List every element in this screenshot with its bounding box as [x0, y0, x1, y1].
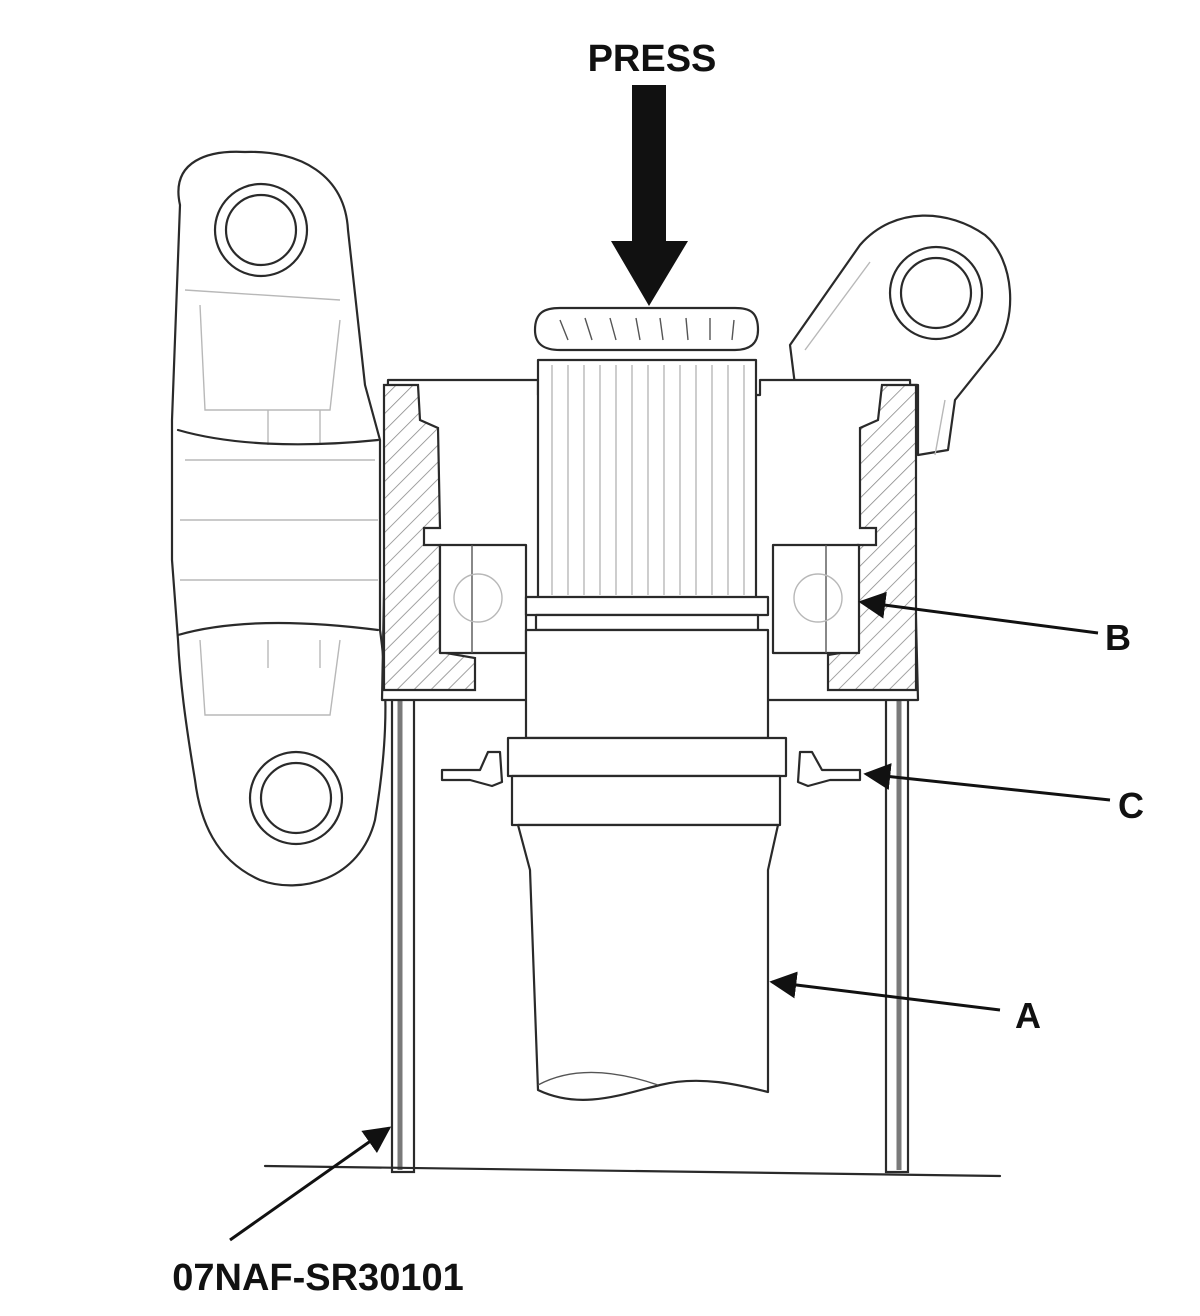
leader-tool	[229, 1126, 392, 1242]
leader-a	[769, 971, 1001, 1012]
press-arrow	[611, 85, 688, 306]
snap-ring-c	[440, 750, 862, 788]
right-bracket	[788, 214, 1012, 457]
label-a: A	[1015, 995, 1041, 1036]
support-tool	[263, 688, 1002, 1178]
leader-b	[858, 591, 1099, 635]
label-c: C	[1118, 785, 1144, 826]
left-bracket-lower-hole	[248, 750, 344, 846]
label-b: B	[1105, 617, 1131, 658]
press-label: PRESS	[588, 38, 717, 80]
bearing-b	[438, 543, 861, 655]
right-bracket-hole	[888, 245, 984, 341]
left-bracket-upper-hole	[213, 182, 309, 278]
shaft-a	[506, 306, 788, 1101]
leader-c	[863, 763, 1111, 802]
tool-number-label: 07NAF-SR30101	[172, 1257, 463, 1299]
ground-line	[263, 1164, 1002, 1178]
left-bracket	[170, 150, 387, 887]
